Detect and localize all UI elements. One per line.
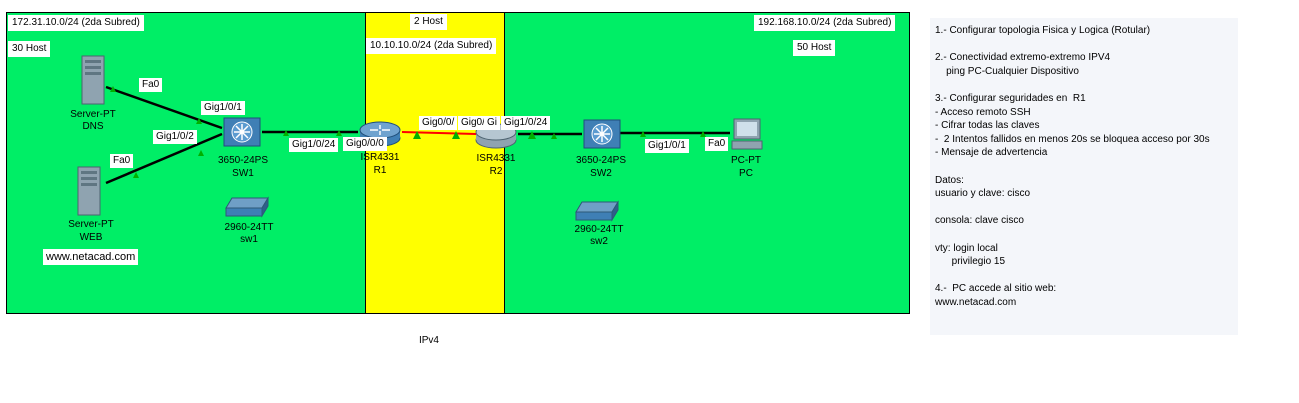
server-icon[interactable]	[80, 55, 106, 105]
notes-line	[935, 38, 1233, 52]
link-status-icon	[413, 131, 421, 139]
r1-model: ISR4331	[360, 152, 400, 163]
server-web-name: WEB	[79, 232, 103, 243]
link-status-icon	[551, 133, 557, 139]
middle-network-label: 10.10.10.0/24 (2da Subred)	[366, 38, 497, 54]
r1-name: R1	[373, 165, 387, 176]
notes-line: - Mensaje de advertencia	[935, 147, 1048, 159]
r2-model: ISR4331	[476, 153, 516, 164]
link-status-icon	[133, 172, 139, 178]
switch-icon[interactable]	[224, 196, 270, 218]
port-label-sw1-gig1024: Gig1/0/24	[289, 138, 339, 152]
notes-line: - Cifrar todas las claves	[935, 120, 1040, 132]
link-status-icon	[452, 131, 460, 139]
link-status-icon	[336, 130, 342, 136]
port-label-r1-gig001: Gig0/0/	[419, 116, 458, 130]
link-status-icon	[283, 130, 289, 136]
notes-line: www.netacad.com	[935, 296, 1017, 308]
notes-line	[935, 160, 1233, 174]
port-label-sw1-gig101: Gig1/0/1	[201, 101, 245, 115]
link-status-icon	[640, 131, 646, 137]
pc-icon[interactable]	[730, 117, 764, 151]
sw1-name: SW1	[232, 168, 254, 179]
notes-line	[935, 228, 1233, 242]
sw2-model: 3650-24PS	[575, 155, 627, 166]
sw2-name: SW2	[590, 168, 612, 179]
sw2-l2-model: 2960-24TT	[574, 224, 624, 235]
port-label-sw2-gig1024: Gig1/0/24	[501, 116, 551, 130]
port-label-r2-gig00: Gig0/	[458, 116, 488, 130]
link-status-icon	[196, 118, 202, 124]
pc-name: PC	[739, 168, 753, 179]
notes-line: - Acceso remoto SSH	[935, 106, 1031, 118]
link-status-icon	[528, 131, 536, 139]
server-dns-model: Server-PT	[70, 109, 116, 120]
notes-line: - 2 Intentos fallidos en menos 20s se bl…	[935, 133, 1210, 145]
notes-panel: 1.- Configurar topologia Fisica y Logica…	[930, 18, 1238, 335]
sw1-l2-model: 2960-24TT	[224, 222, 274, 233]
port-label-r2-gi: Gi	[484, 116, 500, 130]
server-web-url: www.netacad.com	[43, 249, 139, 265]
sw2-l2-name: sw2	[590, 236, 608, 247]
notes-line: 3.- Configurar seguridades en R1	[935, 92, 1086, 104]
notes-line: Datos:	[935, 174, 964, 186]
notes-line: vty: login local	[935, 242, 998, 254]
pc-model: PC-PT	[731, 155, 761, 166]
link-dns-sw1	[105, 85, 223, 130]
port-label-pc-fa0: Fa0	[705, 137, 729, 151]
link-status-icon	[198, 150, 204, 156]
subnet-area-middle	[366, 12, 505, 314]
middle-hosts-label: 2 Host	[410, 14, 447, 30]
sw1-model: 3650-24PS	[217, 155, 269, 166]
port-label-sw2-gig101: Gig1/0/1	[645, 139, 689, 153]
notes-line	[935, 78, 1233, 92]
right-hosts-label: 50 Host	[793, 40, 836, 56]
link-status-icon	[110, 86, 116, 92]
subnet-area-right	[504, 12, 910, 314]
server-dns-name: DNS	[82, 121, 104, 132]
server-icon[interactable]	[76, 166, 102, 216]
port-label-sw1-gig102: Gig1/0/2	[153, 130, 197, 144]
left-hosts-label: 30 Host	[8, 41, 51, 57]
left-network-label: 172.31.10.0/24 (2da Subred)	[8, 15, 144, 31]
notes-line: privilegio 15	[935, 256, 1006, 268]
ipv4-label: IPv4	[418, 335, 439, 346]
port-label-r1-gig000: Gig0/0/0	[343, 137, 387, 151]
link-r1-r2	[401, 131, 477, 135]
port-label-dns-fa0: Fa0	[139, 78, 163, 92]
notes-line: usuario y clave: cisco	[935, 188, 1031, 200]
notes-line	[935, 201, 1233, 215]
notes-line: ping PC-Cualquier Dispositivo	[935, 65, 1079, 77]
link-status-icon	[700, 131, 706, 137]
server-web-model: Server-PT	[68, 219, 114, 230]
notes-line: 2.- Conectividad extremo-extremo IPV4	[935, 52, 1111, 64]
link-web-sw1	[105, 132, 223, 185]
port-label-web-fa0: Fa0	[110, 154, 134, 168]
multilayer-switch-icon[interactable]	[222, 116, 262, 148]
sw1-l2-name: sw1	[240, 234, 258, 245]
notes-line: 1.- Configurar topologia Fisica y Logica…	[935, 25, 1151, 36]
multilayer-switch-icon[interactable]	[582, 118, 622, 150]
switch-icon[interactable]	[574, 200, 620, 222]
right-network-label: 192.168.10.0/24 (2da Subred)	[754, 15, 896, 31]
r2-name: R2	[489, 166, 503, 177]
notes-line: 4.- PC accede al sitio web:	[935, 283, 1057, 295]
notes-line: consola: clave cisco	[935, 215, 1024, 227]
notes-line	[935, 269, 1233, 283]
